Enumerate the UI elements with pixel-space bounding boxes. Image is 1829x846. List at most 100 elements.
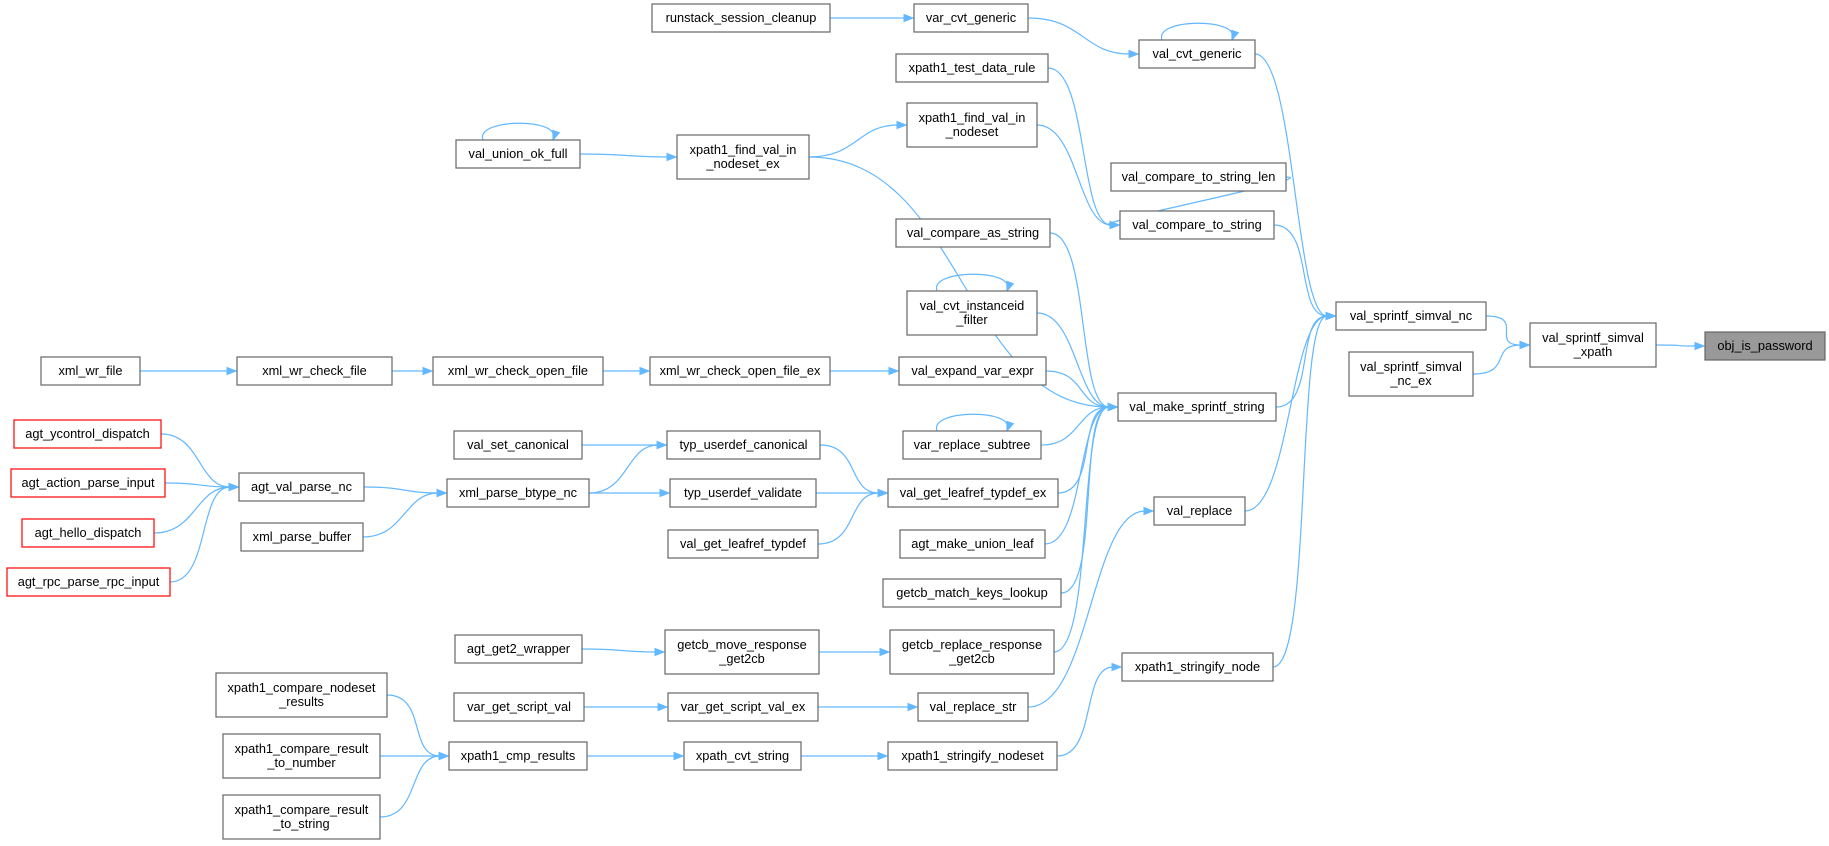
- node-var-get-script-val-ex[interactable]: var_get_script_val_ex: [667, 692, 819, 722]
- node-val-compare-to-string-len[interactable]: val_compare_to_string_len: [1110, 162, 1287, 192]
- node-val-cvt-instanceid-filter[interactable]: val_cvt_instanceid_filter: [906, 290, 1038, 336]
- node-xpath1-stringify-nodeset[interactable]: xpath1_stringify_nodeset: [887, 741, 1058, 771]
- edge-arrowhead: [877, 751, 889, 761]
- node-label: val_get_leafref_typdef: [680, 536, 806, 551]
- node-var-get-script-val[interactable]: var_get_script_val: [453, 692, 585, 722]
- node-val-compare-to-string[interactable]: val_compare_to_string: [1119, 210, 1275, 240]
- edge-line: [1056, 666, 1114, 757]
- edge-line: [153, 486, 231, 534]
- edge-val-expand-var-expr-to-val-make-sprintf-string: [1045, 370, 1119, 412]
- node-agt-val-parse-nc[interactable]: agt_val_parse_nc: [238, 472, 365, 502]
- node-label: _filter: [955, 312, 988, 327]
- edge-arrowhead: [659, 488, 671, 498]
- node-agt-rpc-parse-rpc-input[interactable]: agt_rpc_parse_rpc_input: [6, 567, 171, 597]
- node-agt-make-union-leaf[interactable]: agt_make_union_leaf: [899, 529, 1046, 559]
- node-box: [913, 3, 1029, 33]
- edge-line: [1036, 124, 1112, 226]
- node-box: [1121, 652, 1274, 682]
- node-typ-userdef-validate[interactable]: typ_userdef_validate: [669, 478, 817, 508]
- node-val-get-leafref-typdef[interactable]: val_get_leafref_typdef: [667, 529, 819, 559]
- node-val-get-leafref-typdef-ex[interactable]: val_get_leafref_typdef_ex: [887, 478, 1059, 508]
- node-val-sprintf-simval-nc-ex[interactable]: val_sprintf_simval_nc_ex: [1348, 351, 1474, 397]
- node-xpath1-find-val-in-nodeset-ex[interactable]: xpath1_find_val_in_nodeset_ex: [676, 134, 810, 180]
- edge-layer: [139, 13, 1706, 818]
- node-box: [215, 672, 388, 718]
- node-xml-parse-buffer[interactable]: xml_parse_buffer: [240, 522, 364, 552]
- node-label: val_replace: [1167, 503, 1232, 518]
- node-box: [651, 3, 831, 33]
- edge-xpath1-stringify-nodeset-to-xpath1-stringify-node: [1056, 662, 1123, 757]
- node-box: [667, 692, 819, 722]
- node-xml-wr-check-file[interactable]: xml_wr_check_file: [236, 356, 393, 386]
- node-xpath1-compare-nodeset-results[interactable]: xpath1_compare_nodeset_results: [215, 672, 388, 718]
- edge-line: [1047, 67, 1112, 226]
- node-xml-wr-check-open-file-ex[interactable]: xml_wr_check_open_file_ex: [649, 356, 831, 386]
- node-var-replace-subtree[interactable]: var_replace_subtree: [902, 430, 1042, 460]
- node-box: [1138, 39, 1256, 69]
- node-label: agt_make_union_leaf: [911, 536, 1034, 551]
- node-agt-get2-wrapper[interactable]: agt_get2_wrapper: [454, 634, 583, 664]
- node-val-union-ok-full[interactable]: val_union_ok_full: [455, 139, 581, 169]
- node-box: [898, 356, 1047, 386]
- node-val-expand-var-expr[interactable]: val_expand_var_expr: [898, 356, 1047, 386]
- edge-line: [1485, 315, 1522, 346]
- node-xpath1-find-val-in-nodeset[interactable]: xpath1_find_val_in_nodeset: [906, 102, 1038, 148]
- node-label: val_compare_to_string_len: [1122, 169, 1276, 184]
- node-val-sprintf-simval-xpath[interactable]: val_sprintf_simval_xpath: [1529, 322, 1657, 368]
- edge-arrowhead: [1006, 420, 1015, 433]
- node-label: xpath1_stringify_nodeset: [901, 748, 1044, 763]
- node-val-replace-str[interactable]: val_replace_str: [917, 692, 1029, 722]
- edge-arrowhead: [673, 751, 685, 761]
- edge-arrowhead: [1109, 220, 1121, 230]
- node-runstack-session-cleanup[interactable]: runstack_session_cleanup: [651, 3, 831, 33]
- node-agt-ycontrol-dispatch[interactable]: agt_ycontrol_dispatch: [13, 419, 162, 449]
- node-xpath1-compare-result-to-string[interactable]: xpath1_compare_result_to_string: [222, 794, 381, 840]
- node-val-cvt-generic[interactable]: val_cvt_generic: [1138, 39, 1256, 69]
- edge-line: [1044, 406, 1110, 545]
- node-xpath1-cmp-results[interactable]: xpath1_cmp_results: [448, 741, 588, 771]
- node-val-set-canonical[interactable]: val_set_canonical: [453, 430, 583, 460]
- node-label: _nc_ex: [1389, 373, 1432, 388]
- edge-arrowhead: [888, 366, 900, 376]
- node-label: xpath1_compare_result: [235, 741, 369, 756]
- node-getcb-move-response-get2cb[interactable]: getcb_move_response_get2cb: [664, 629, 820, 675]
- node-val-sprintf-simval-nc[interactable]: val_sprintf_simval_nc: [1335, 301, 1487, 331]
- node-agt-action-parse-input[interactable]: agt_action_parse_input: [10, 468, 166, 498]
- node-getcb-replace-response-get2cb[interactable]: getcb_replace_response_get2cb: [889, 629, 1055, 675]
- node-val-make-sprintf-string[interactable]: val_make_sprintf_string: [1117, 392, 1277, 422]
- edge-xml-wr-check-open-file-ex-to-val-expand-var-expr: [829, 366, 900, 376]
- node-xml-parse-btype-nc[interactable]: xml_parse_btype_nc: [446, 478, 590, 508]
- node-val-compare-as-string[interactable]: val_compare_as_string: [895, 218, 1051, 248]
- edge-line: [363, 486, 439, 494]
- edge-line: [1655, 344, 1697, 347]
- node-label: obj_is_password: [1717, 338, 1812, 353]
- edge-line: [1057, 406, 1110, 494]
- node-xpath1-compare-result-to-number[interactable]: xpath1_compare_result_to_number: [222, 733, 381, 779]
- node-val-replace[interactable]: val_replace: [1153, 496, 1246, 526]
- node-xpath1-stringify-node[interactable]: xpath1_stringify_node: [1121, 652, 1274, 682]
- node-agt-hello-dispatch[interactable]: agt_hello_dispatch: [21, 518, 155, 548]
- node-box: [222, 794, 381, 840]
- node-box: [6, 567, 171, 597]
- node-typ-userdef-canonical[interactable]: typ_userdef_canonical: [666, 430, 821, 460]
- node-label: var_get_script_val: [467, 699, 571, 714]
- node-obj-is-password[interactable]: obj_is_password: [1704, 331, 1826, 361]
- node-xpath-cvt-string[interactable]: xpath_cvt_string: [683, 741, 802, 771]
- edge-line: [482, 122, 554, 141]
- node-xml-wr-check-open-file[interactable]: xml_wr_check_open_file: [432, 356, 604, 386]
- edge-var-get-script-val-to-var-get-script-val-ex: [584, 702, 669, 712]
- edge-val-sprintf-simval-xpath-to-obj-is-password: [1655, 341, 1706, 351]
- edge-line: [581, 648, 657, 653]
- node-xpath1-test-data-rule[interactable]: xpath1_test_data_rule: [895, 53, 1049, 83]
- node-box: [649, 356, 831, 386]
- node-getcb-match-keys-lookup[interactable]: getcb_match_keys_lookup: [882, 578, 1062, 608]
- node-xml-wr-file[interactable]: xml_wr_file: [40, 356, 141, 386]
- node-label: var_get_script_val_ex: [681, 699, 806, 714]
- node-box: [906, 290, 1038, 336]
- edge-line: [1272, 315, 1328, 668]
- edge-line: [1040, 406, 1110, 446]
- node-var-cvt-generic[interactable]: var_cvt_generic: [913, 3, 1029, 33]
- edge-getcb-match-keys-lookup-to-val-make-sprintf-string: [1060, 402, 1119, 594]
- edge-line: [808, 156, 1110, 408]
- edge-xpath1-cmp-results-to-xpath-cvt-string: [586, 751, 685, 761]
